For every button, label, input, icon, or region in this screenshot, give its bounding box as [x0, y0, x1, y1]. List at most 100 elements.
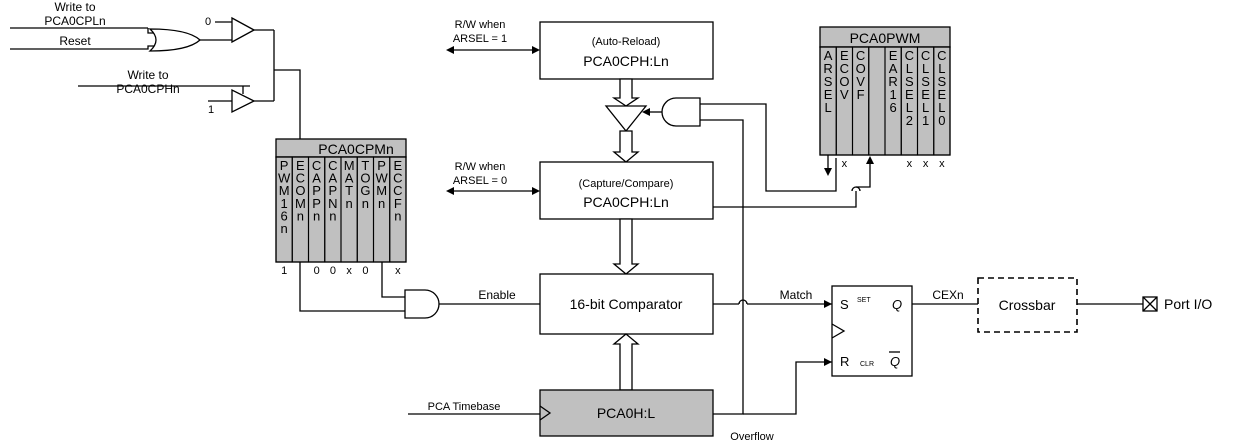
reset-arrow	[824, 358, 832, 366]
cex-label: CEXn	[932, 288, 963, 302]
buffer-upper	[231, 16, 256, 44]
overflow-to-reset	[743, 361, 832, 415]
const-one: 1	[208, 104, 214, 116]
ff-clr: CLR	[860, 361, 874, 368]
arsel-and-gate	[661, 97, 701, 127]
bus-arrow-4	[612, 333, 640, 391]
timebase-label: PCA Timebase	[428, 401, 501, 413]
reset-label: Reset	[59, 34, 91, 48]
pcacpm-bit-value: 0	[314, 265, 320, 277]
rw-top-arrow-left	[446, 46, 454, 54]
pcapwm-bit-value: x	[842, 158, 848, 170]
covf-wire-2	[856, 158, 871, 188]
capture-line2: PCA0CPH:Ln	[583, 194, 669, 210]
ff-clock-mark	[831, 323, 846, 339]
timer-label: PCA0H:L	[597, 405, 656, 421]
pcacpm-bit-value: 0	[330, 265, 336, 277]
covf-arrow	[866, 156, 874, 164]
match-label: Match	[780, 288, 813, 302]
bus-arrow-2	[612, 130, 640, 163]
rw-top-line2: ARSEL = 1	[453, 33, 507, 45]
bus-arrow-3	[612, 218, 640, 275]
const-zero: 0	[205, 16, 211, 28]
rw-mid-arrow-left	[446, 187, 454, 195]
pwm-wire	[381, 262, 405, 298]
pcacpm-bit-value: x	[395, 265, 401, 277]
rw-mid-arrow-right	[532, 187, 540, 195]
buffer-lower	[231, 88, 256, 114]
match-arrow	[824, 300, 832, 308]
rw-top-line1: R/W when	[455, 19, 506, 31]
pcacpm-bit-value: x	[346, 265, 352, 277]
overflow-label: Overflow	[730, 431, 773, 443]
rw-mid-line1: R/W when	[455, 161, 506, 173]
rw-top: R/W when ARSEL = 1	[446, 19, 540, 54]
covf-wire	[713, 191, 857, 208]
timer-block	[539, 389, 714, 437]
pcapwm-bit-value: x	[939, 158, 945, 170]
pcapwm-bit-value: x	[907, 158, 913, 170]
auto-reload-line2: PCA0CPH:Ln	[583, 53, 669, 69]
ff-s: S	[840, 297, 849, 312]
enable-and-gate	[404, 289, 440, 319]
reload-buffer	[604, 105, 648, 133]
ff-set: SET	[857, 297, 871, 304]
pcapwm-bit-cell	[933, 46, 951, 156]
pcacpm-bit-value: 1	[281, 265, 287, 277]
rw-mid-line2: ARSEL = 0	[453, 175, 507, 187]
arsel-bit-arrow	[824, 168, 832, 176]
timer-clock-mark	[539, 405, 552, 421]
bus-arrow-1	[611, 78, 641, 107]
write-cpl-label-1: Write to	[54, 0, 95, 14]
capture-compare-block	[539, 161, 714, 220]
comparator-block	[539, 273, 714, 335]
arsel-wire	[700, 103, 837, 192]
pcacpm-bit-cell	[389, 156, 407, 263]
pcapwm-bit-value: x	[923, 158, 929, 170]
pca0cpmn-title: PCA0CPMn	[318, 141, 393, 157]
write-cpl-label-2: PCA0CPLn	[44, 14, 105, 28]
and-to-buffer-arrow	[642, 108, 650, 116]
comparator-label: 16-bit Comparator	[570, 296, 683, 312]
write-logic: Write to PCA0CPLn Reset 0 Write to PCA0C…	[10, 0, 304, 154]
port-x-2	[1142, 296, 1158, 312]
pcacpm-bit-value: 0	[362, 265, 368, 277]
ff-r: R	[840, 354, 849, 369]
or-gate	[148, 28, 201, 52]
match-hop	[738, 299, 748, 305]
write-cph-label-1: Write to	[127, 68, 168, 82]
ecom-wire	[299, 262, 405, 312]
write-cph-label-2: PCA0CPHn	[116, 82, 179, 96]
crossbar-block	[977, 277, 1078, 333]
cpm-input-wire	[274, 69, 301, 152]
ff-q: Q	[892, 297, 902, 312]
enable-label: Enable	[478, 288, 516, 302]
sr-flipflop	[831, 285, 913, 377]
rw-top-arrow-right	[532, 46, 540, 54]
ff-qbar: Q	[890, 354, 900, 369]
crossbar-label: Crossbar	[999, 297, 1056, 313]
rw-mid: R/W when ARSEL = 0	[446, 161, 540, 195]
capture-line1: (Capture/Compare)	[579, 178, 674, 190]
port-label: Port I/O	[1164, 296, 1212, 312]
auto-reload-block	[539, 21, 714, 80]
